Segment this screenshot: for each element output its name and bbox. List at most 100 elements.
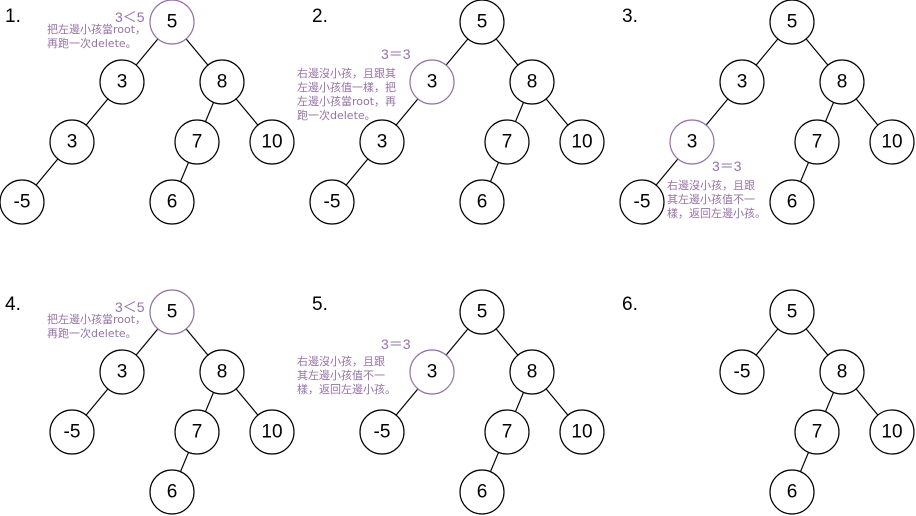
panel-3-node-1: 5	[769, 0, 815, 45]
panel-2-node-3: 8	[509, 59, 555, 105]
panel-5-node-3: 8	[509, 349, 555, 395]
panel-1-edge-4	[204, 102, 215, 122]
panel-3-node-7: -5	[619, 179, 665, 225]
panel-4-edge-3	[85, 388, 109, 416]
panel-1-node-4: 3	[49, 119, 95, 165]
step-label-5: 5.	[312, 294, 328, 315]
panel-5-edge-2	[495, 328, 519, 356]
panel-2-edge-4	[514, 102, 525, 122]
panel-5-comparison: 3＝3	[381, 336, 411, 352]
node-value: 7	[502, 422, 513, 443]
panel-3-edge-4	[824, 102, 835, 122]
node-circle	[509, 59, 555, 105]
node-value: 3	[687, 132, 698, 153]
panel-2-note-line-1: 右邊沒小孩，且跟其	[297, 66, 396, 80]
panel-1-edge-7	[179, 162, 190, 182]
node-circle	[794, 409, 840, 455]
panel-2-edge-3	[395, 98, 419, 126]
panel-6-node-2: -5	[719, 349, 765, 395]
node-circle	[249, 409, 295, 455]
panel-6-node-6: 6	[769, 469, 815, 515]
panel-5-node-1: 5	[459, 289, 505, 335]
panel-2-note-line-4: 跑一次delete。	[297, 108, 376, 122]
node-value: 8	[217, 362, 228, 383]
panel-3-node-3: 8	[819, 59, 865, 105]
node-value: 8	[527, 362, 538, 383]
panel-1-node-2: 3	[99, 59, 145, 105]
node-value: -5	[14, 192, 31, 213]
node-circle	[49, 409, 95, 455]
panel-2-edge-5	[545, 98, 569, 126]
node-circle	[719, 59, 765, 105]
step-label-3: 3.	[622, 6, 638, 27]
node-circle	[869, 119, 915, 165]
panel-1-edge-1	[135, 38, 159, 66]
panel-1-node-6: 10	[249, 119, 295, 165]
panel-3-comparison: 3＝3	[712, 158, 742, 174]
node-circle	[99, 59, 145, 105]
node-circle	[484, 409, 530, 455]
node-circle	[359, 409, 405, 455]
node-value: 10	[571, 422, 592, 443]
panel-4-edge-1	[135, 328, 159, 356]
panel-3-edge-2	[805, 38, 829, 66]
panel-1-edge-6	[35, 158, 59, 186]
node-circle	[769, 469, 815, 515]
node-value: 3	[737, 72, 748, 93]
node-value: 6	[477, 482, 488, 503]
panel-3-edge-7	[799, 162, 810, 182]
panel-1-node-5: 7	[174, 119, 220, 165]
panel-6-edge-3	[824, 392, 835, 412]
node-circle	[769, 179, 815, 225]
panel-5-edge-1	[445, 328, 469, 356]
node-circle	[409, 59, 455, 105]
panel-5-node-2: 3	[409, 349, 455, 395]
node-circle	[149, 469, 195, 515]
panel-3-edge-6	[655, 158, 679, 186]
node-circle	[174, 409, 220, 455]
panel-2-edge-2	[495, 38, 519, 66]
panel-6-node-3: 8	[819, 349, 865, 395]
panel-4-comparison: 3＜5	[115, 299, 145, 315]
panel-2-note-line-3: 左邊小孩當root，再	[297, 94, 396, 108]
panel-6-edge-1	[755, 328, 779, 356]
node-value: 5	[477, 12, 488, 33]
panel-5-node-5: 7	[484, 409, 530, 455]
node-value: 10	[571, 132, 592, 153]
node-circle	[99, 349, 145, 395]
node-value: 3	[67, 132, 78, 153]
panel-1-note-line-1: 把左邊小孩當root，	[47, 22, 146, 36]
node-value: 3	[117, 362, 128, 383]
panel-2-node-1: 5	[459, 0, 505, 45]
node-value: 3	[427, 72, 438, 93]
panel-6-edge-2	[805, 328, 829, 356]
panel-5-node-4: -5	[359, 409, 405, 455]
node-value: 10	[261, 132, 282, 153]
node-value: -5	[324, 192, 341, 213]
node-value: 7	[812, 422, 823, 443]
panel-3-node-5: 7	[794, 119, 840, 165]
panel-2-edge-6	[345, 158, 369, 186]
panel-1-edge-3	[85, 98, 109, 126]
node-value: -5	[634, 192, 651, 213]
panel-5-note-line-2: 其左邊小孩值不一	[297, 368, 385, 382]
panel-3-edge-3	[705, 98, 729, 126]
node-circle	[199, 349, 245, 395]
node-value: 5	[477, 302, 488, 323]
node-value: 7	[502, 132, 513, 153]
node-circle	[559, 119, 605, 165]
node-value: -5	[734, 362, 751, 383]
panel-3-node-4: 3	[669, 119, 715, 165]
panel-1-node-8: 6	[149, 179, 195, 225]
node-circle	[769, 0, 815, 45]
node-circle	[149, 0, 195, 45]
node-circle	[359, 119, 405, 165]
panel-1-note-line-2: 再跑一次delete。	[47, 36, 137, 50]
panel-2-edge-7	[489, 162, 500, 182]
node-value: 5	[787, 12, 798, 33]
node-circle	[769, 289, 815, 335]
panel-6-edge-4	[855, 388, 879, 416]
node-circle	[249, 119, 295, 165]
node-circle	[309, 179, 355, 225]
node-value: 8	[217, 72, 228, 93]
